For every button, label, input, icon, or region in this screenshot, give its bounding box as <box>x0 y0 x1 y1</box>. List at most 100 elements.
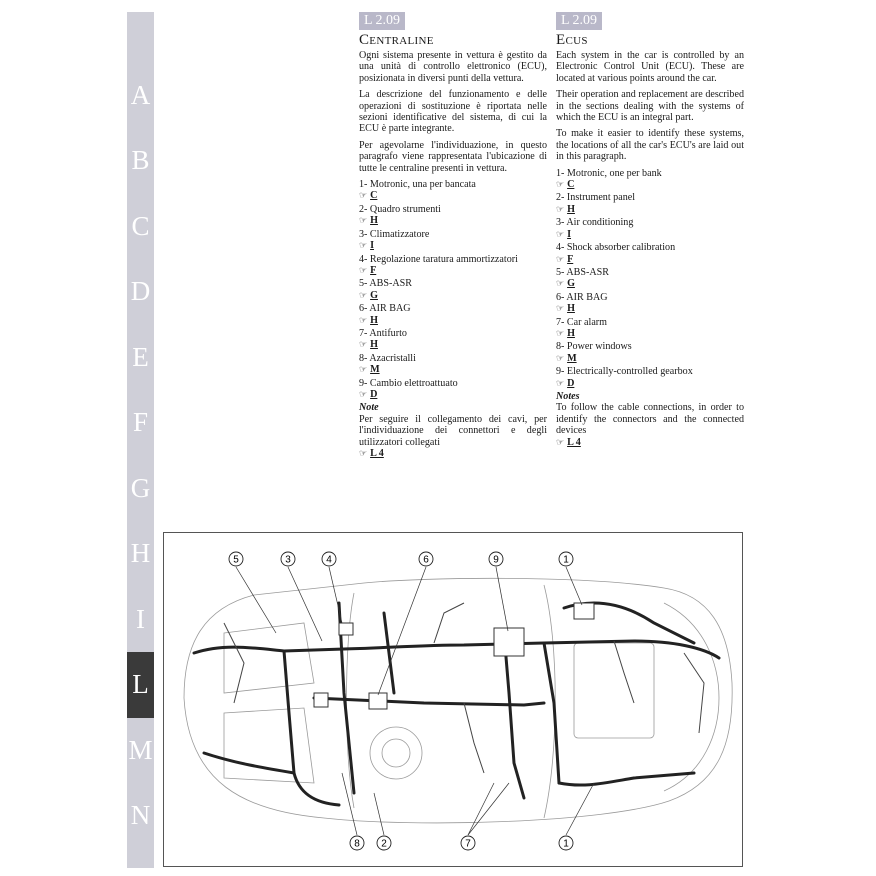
notes-reference-link-en[interactable]: ☞L 4 <box>556 437 744 448</box>
ecu-item-label: 8- Azacristalli <box>359 352 416 364</box>
section-code-badge-it: L 2.09 <box>359 12 406 30</box>
section-reference-link[interactable]: ☞F <box>556 254 744 265</box>
section-reference-label: D <box>567 377 575 389</box>
section-reference-link[interactable]: ☞H <box>556 303 744 314</box>
pointing-hand-icon: ☞ <box>556 352 565 363</box>
location-paragraph-en: To make it easier to identify these syst… <box>556 128 744 163</box>
section-tab-b[interactable]: B <box>131 145 150 175</box>
section-reference-link[interactable]: ☞D <box>556 378 744 389</box>
pointing-hand-icon: ☞ <box>359 448 368 458</box>
section-reference-label: G <box>567 278 575 290</box>
section-tab-g[interactable]: G <box>130 472 151 503</box>
pointing-hand-icon: ☞ <box>359 240 368 251</box>
notes-reference-link-it[interactable]: ☞L 4 <box>359 448 547 459</box>
ecu-item-label: 4- Regolazione taratura ammortizzatori <box>359 253 518 265</box>
ecu-item-label: 9- Electrically-controlled gearbox <box>556 366 693 378</box>
section-reference-link[interactable]: ☞H <box>556 204 744 215</box>
section-tab-a[interactable]: A <box>130 79 151 110</box>
section-tab-e[interactable]: E <box>132 341 149 372</box>
section-reference-label: C <box>370 190 378 202</box>
section-reference-label: I <box>567 228 572 240</box>
section-reference-link[interactable]: ☞D <box>359 389 547 400</box>
section-tab-n[interactable]: N <box>130 800 151 830</box>
section-reference-label: G <box>370 289 378 301</box>
section-reference-link[interactable]: ☞F <box>359 265 547 276</box>
italian-column: L 2.09 Centraline Ogni sistema presente … <box>359 12 547 459</box>
ecu-item-label: 6- AIR BAG <box>359 303 411 315</box>
ecu-list-item-it: 2- Quadro strumenti☞H <box>359 204 547 227</box>
ecu-list-item-it: 3- Climatizzatore☞I <box>359 229 547 252</box>
callout-leader-lines <box>235 566 595 836</box>
section-reference-label: M <box>567 352 577 364</box>
pointing-hand-icon: ☞ <box>556 377 565 388</box>
section-tab-d[interactable]: D <box>130 276 151 306</box>
section-title-en: Ecus <box>556 32 588 48</box>
callout-circle <box>349 835 365 851</box>
callout-number: 9 <box>493 555 499 566</box>
section-tab-h[interactable]: H <box>130 538 151 568</box>
section-reference-link[interactable]: ☞M <box>556 353 744 364</box>
section-reference-label: H <box>567 327 575 339</box>
section-tab-l[interactable]: L <box>127 651 154 718</box>
notes-text-en: To follow the cable connections, in orde… <box>556 402 744 437</box>
ecu-list-item-en: 2- Instrument panel☞H <box>556 192 744 215</box>
section-reference-link[interactable]: ☞C <box>556 179 744 190</box>
callout-number: 8 <box>354 839 360 850</box>
section-tab-c[interactable]: C <box>131 210 150 241</box>
wiring-harness <box>192 601 721 807</box>
car-outline <box>183 577 733 824</box>
callout-circle <box>418 551 434 567</box>
section-reference-label: M <box>370 364 380 376</box>
ecu-item-label: 9- Cambio elettroattuato <box>359 377 458 389</box>
ecu-item-label: 8- Power windows <box>556 341 632 353</box>
section-title-it: Centraline <box>359 32 434 48</box>
callout-number: 6 <box>423 555 429 566</box>
ecu-list-item-it: 8- Azacristalli☞M <box>359 353 547 376</box>
pointing-hand-icon: ☞ <box>359 289 368 300</box>
section-reference-link[interactable]: ☞H <box>359 215 547 226</box>
intro-paragraph-it: Ogni sistema presente in vettura è gesti… <box>359 50 547 84</box>
pointing-hand-icon: ☞ <box>556 253 565 264</box>
pointing-hand-icon: ☞ <box>359 190 368 201</box>
ecu-item-label: 7- Antifurto <box>359 327 407 339</box>
ecu-list-item-it: 1- Motronic, una per bancata☞C <box>359 179 547 202</box>
callout-number: 7 <box>465 839 471 850</box>
callout-circle <box>228 551 244 567</box>
callout-circle <box>321 551 337 567</box>
section-reference-label: H <box>370 215 378 227</box>
ecu-item-label: 2- Instrument panel <box>556 192 636 204</box>
callout-circle <box>280 551 296 567</box>
ecu-item-label: 3- Climatizzatore <box>359 228 430 240</box>
section-tab-f[interactable]: F <box>132 407 149 437</box>
pointing-hand-icon: ☞ <box>359 388 368 399</box>
section-reference-link[interactable]: ☞G <box>359 290 547 301</box>
notes-reference-label-en: L 4 <box>567 436 581 448</box>
section-reference-link[interactable]: ☞M <box>359 364 547 375</box>
section-reference-link[interactable]: ☞G <box>556 278 744 289</box>
section-tab-i[interactable]: I <box>136 603 145 634</box>
section-tab-m[interactable]: M <box>128 734 153 765</box>
pointing-hand-icon: ☞ <box>359 364 368 375</box>
pointing-hand-icon: ☞ <box>556 327 565 338</box>
section-reference-link[interactable]: ☞H <box>359 315 547 326</box>
ecu-list-item-it: 4- Regolazione taratura ammortizzatori☞F <box>359 254 547 277</box>
section-code-badge-en: L 2.09 <box>556 12 603 30</box>
section-reference-link[interactable]: ☞C <box>359 190 547 201</box>
ecu-list-item-it: 6- AIR BAG☞H <box>359 303 547 326</box>
description-paragraph-it: La descrizione del funzionamento e delle… <box>359 89 547 135</box>
section-reference-link[interactable]: ☞H <box>556 328 744 339</box>
pointing-hand-icon: ☞ <box>556 179 565 190</box>
section-reference-link[interactable]: ☞H <box>359 339 547 350</box>
callout-circle <box>488 551 504 567</box>
ecu-list-item-it: 5- ABS-ASR☞G <box>359 278 547 301</box>
notes-text-it: Per seguire il collegamento dei cavi, pe… <box>359 413 547 448</box>
section-reference-link[interactable]: ☞I <box>359 240 547 251</box>
pointing-hand-icon: ☞ <box>359 339 368 350</box>
ecu-list-item-en: 4- Shock absorber calibration☞F <box>556 242 744 265</box>
ecu-list-item-it: 7- Antifurto☞H <box>359 328 547 351</box>
ecu-item-label: 4- Shock absorber calibration <box>556 242 676 254</box>
section-reference-link[interactable]: ☞I <box>556 229 744 240</box>
pointing-hand-icon: ☞ <box>556 203 565 214</box>
ecu-list-item-en: 8- Power windows☞M <box>556 341 744 364</box>
